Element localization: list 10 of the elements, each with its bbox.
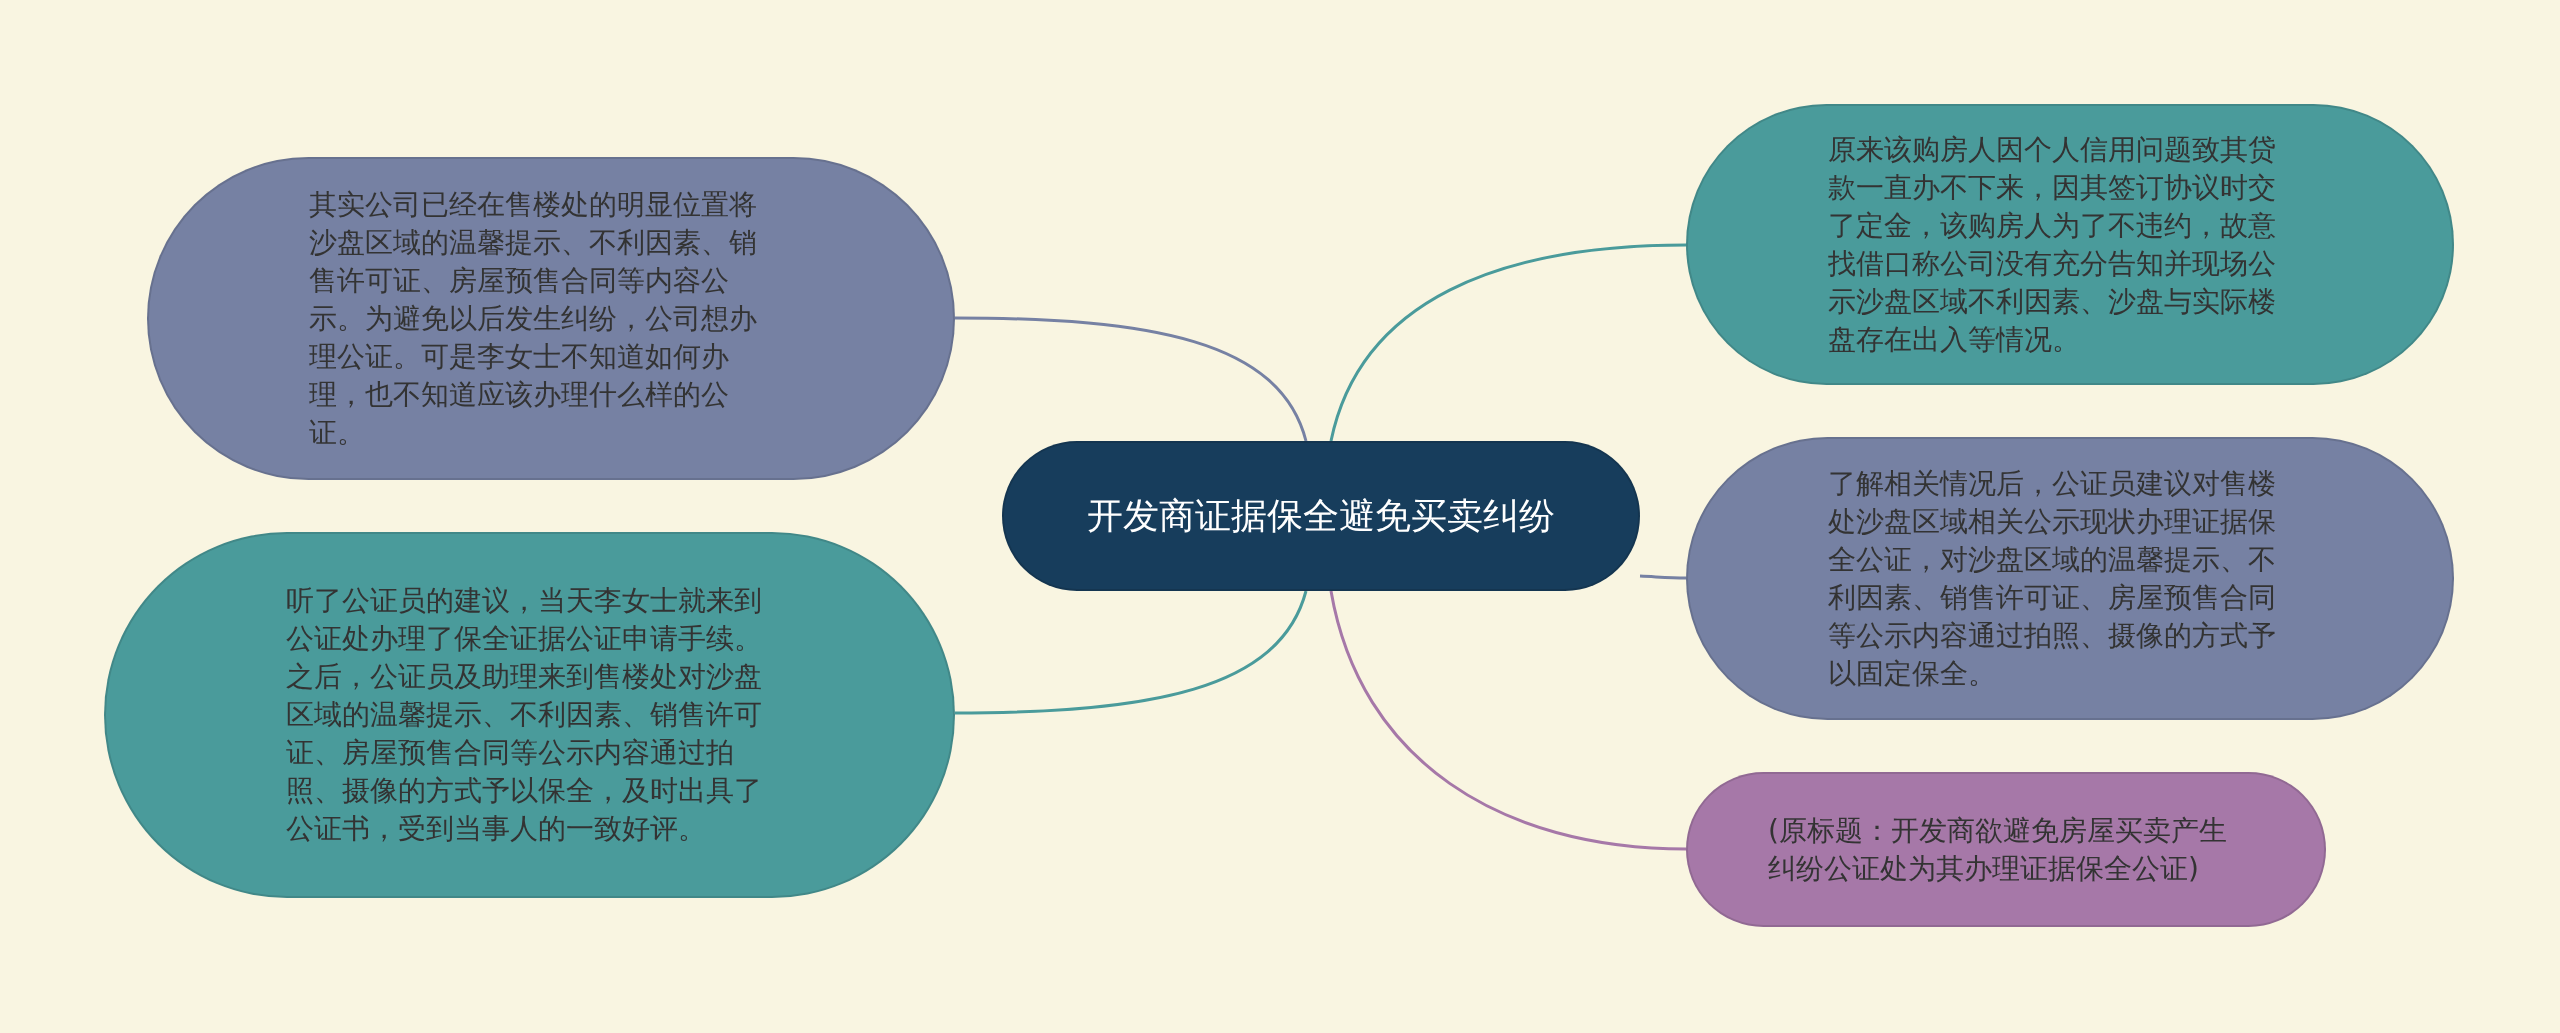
connector-curve [1639,574,1686,580]
central-topic: 开发商证据保全避免买卖纠纷 [1002,441,1640,591]
topic-bubble: 其实公司已经在售楼处的明显位置将沙盘区域的温馨提示、不利因素、销售许可证、房屋预售合同等内容公示。为避免以后发生纠纷，公司想办理公证。可是李女士不知道如何办理，也不知道应该办理什么样的公证。 [147,157,955,480]
topic-bubble: 原来该购房人因个人信用问题致其贷款一直办不下来，因其签订协议时交了定金，该购房人为了不违约，故意找借口称公司没有充分告知并现场公示沙盘区域不利因素、沙盘与实际楼盘存在出入等情况。 [1686,104,2454,385]
connector-curve [955,590,1308,715]
connector-curve [955,316,1308,442]
topic-bubble: (原标题：开发商欲避免房屋买卖产生纠纷公证处为其办理证据保全公证) [1686,772,2326,927]
connector-curve [1329,243,1687,442]
topic-bubble: 了解相关情况后，公证员建议对售楼处沙盘区域相关公示现状办理证据保全公证，对沙盘区域的温馨提示、不利因素、销售许可证、房屋预售合同等公示内容通过拍照、摄像的方式予以固定保全。 [1686,437,2454,720]
topic-bubble: 听了公证员的建议，当天李女士就来到公证处办理了保全证据公证申请手续。之后，公证员及助理来到售楼处对沙盘区域的温馨提示、不利因素、销售许可证、房屋预售合同等公示内容通过拍照、摄像的方式予以保全，及时出具了公证书，受到当事人的一致好评。 [104,532,955,898]
